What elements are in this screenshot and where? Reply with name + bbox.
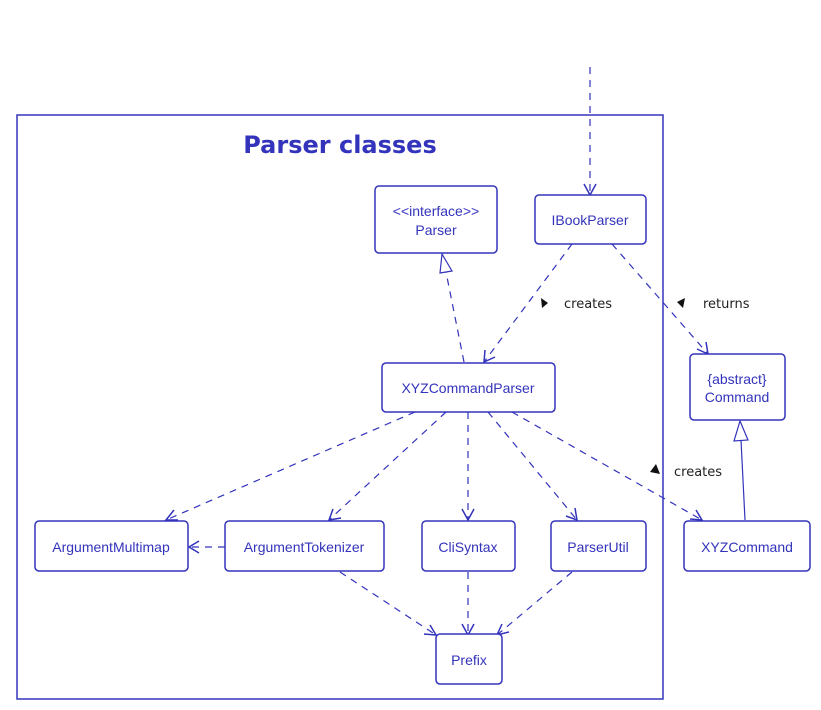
edge-xyzcommandparser-realizes-parser xyxy=(439,252,465,363)
realization-arrow-icon xyxy=(439,252,453,274)
class-name: CliSyntax xyxy=(438,539,497,555)
direction-marker-icon xyxy=(650,464,660,474)
class-name: ArgumentTokenizer xyxy=(244,539,365,555)
edge-xyzcommandparser-to-argumenttokenizer xyxy=(327,411,447,521)
package-frame xyxy=(16,114,664,700)
arrowhead-icon xyxy=(187,540,200,554)
edge-argumenttokenizer-to-argumentmultimap xyxy=(187,540,225,554)
edge-xyzcommandparser-to-argumentmultimap xyxy=(164,411,416,521)
edge-xyzcommandparser-to-clisyntax xyxy=(461,412,475,522)
edge-argumenttokenizer-to-prefix xyxy=(339,571,438,636)
edge-label-creates: creates xyxy=(564,297,612,312)
arrowhead-icon xyxy=(565,507,578,522)
edge-label-returns: returns xyxy=(703,297,750,312)
class-xyzcommandparser[interactable]: XYZCommandParser xyxy=(381,362,556,413)
edge-ibookparser-returns-command xyxy=(611,243,709,356)
arrowhead-icon xyxy=(689,509,704,521)
class-name: IBookParser xyxy=(551,212,628,228)
class-xyzcommand[interactable]: XYZCommand xyxy=(683,520,811,572)
class-name: Parser xyxy=(415,222,457,238)
arrowhead-icon xyxy=(483,349,496,364)
class-name: XYZCommand xyxy=(701,539,793,555)
edge-clisyntax-to-prefix xyxy=(461,572,475,637)
class-argumentmultimap[interactable]: ArgumentMultimap xyxy=(34,520,189,572)
direction-marker-icon xyxy=(677,298,685,308)
arrowhead-icon xyxy=(461,508,475,522)
class-parser[interactable]: <<interface>> Parser xyxy=(374,185,498,254)
class-prefix[interactable]: Prefix xyxy=(435,633,503,685)
arrowhead-icon xyxy=(164,509,178,521)
edge-parserutil-to-prefix xyxy=(495,571,573,637)
edge-external-to-ibookparser xyxy=(583,67,597,197)
arrowhead-icon xyxy=(327,508,342,521)
class-parserutil[interactable]: ParserUtil xyxy=(550,520,647,572)
class-name: XYZCommandParser xyxy=(401,380,534,396)
edge-xyzcommand-extends-command xyxy=(733,419,749,521)
edge-label-creates: creates xyxy=(674,465,722,480)
arrowhead-icon xyxy=(423,624,438,636)
class-argumenttokenizer[interactable]: ArgumentTokenizer xyxy=(224,520,385,572)
class-command[interactable]: {abstract} Command xyxy=(689,353,786,421)
direction-marker-icon xyxy=(541,298,548,308)
class-name: ParserUtil xyxy=(567,539,628,555)
class-clisyntax[interactable]: CliSyntax xyxy=(421,520,516,572)
package-title: Parser classes xyxy=(243,131,437,159)
class-name: Prefix xyxy=(451,652,487,668)
class-stereotype: <<interface>> xyxy=(393,203,479,219)
generalization-arrow-icon xyxy=(733,419,749,442)
class-name: Command xyxy=(705,389,770,405)
class-name: ArgumentMultimap xyxy=(52,539,170,555)
edge-ibookparser-creates-xyzcommandparser xyxy=(483,243,573,364)
edge-xyzcommandparser-to-parserutil xyxy=(487,411,578,522)
edge-xyzcommandparser-creates-xyzcommand xyxy=(511,411,704,521)
class-stereotype: {abstract} xyxy=(707,371,766,387)
class-ibookparser[interactable]: IBookParser xyxy=(534,194,647,245)
